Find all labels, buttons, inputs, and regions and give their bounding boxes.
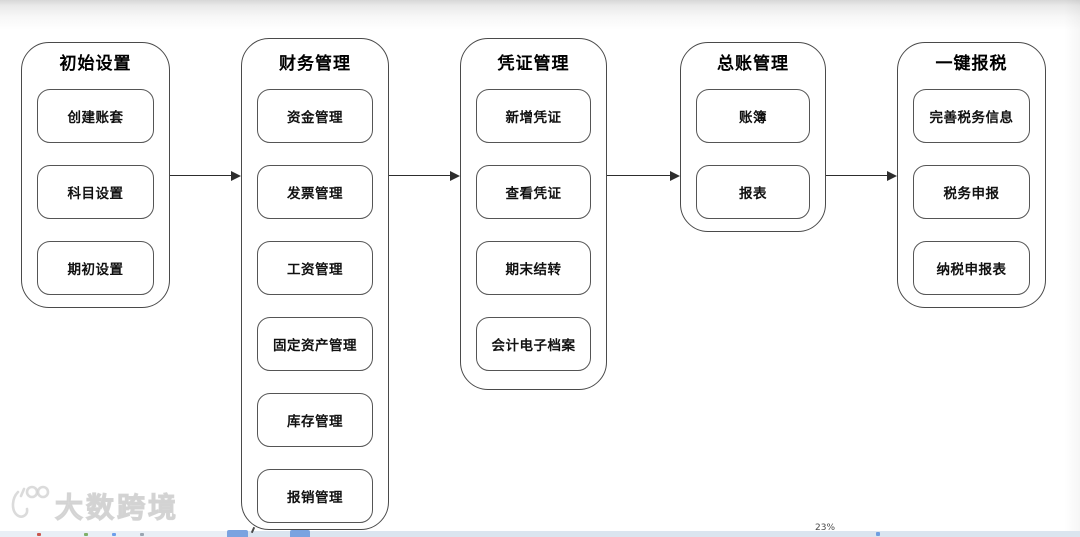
flow-item: 科目设置 xyxy=(37,165,154,219)
column-title: 一键报税 xyxy=(935,54,1008,74)
flow-arrow-line xyxy=(826,175,890,176)
flow-item: 会计电子档案 xyxy=(476,317,591,371)
bottom-ui-strip xyxy=(0,531,1080,537)
flow-item: 纳税申报表 xyxy=(913,241,1030,295)
flow-item: 工资管理 xyxy=(257,241,373,295)
flow-item: 报销管理 xyxy=(257,469,373,523)
dashu-100-logo-icon xyxy=(11,485,50,518)
favicon-dot-red xyxy=(37,533,41,536)
flow-item: 发票管理 xyxy=(257,165,373,219)
column-title: 初始设置 xyxy=(59,54,132,74)
flow-arrow-line xyxy=(170,175,234,176)
flow-item: 报表 xyxy=(696,165,810,219)
blue-dot-right xyxy=(876,532,880,536)
flow-item: 创建账套 xyxy=(37,89,154,143)
flow-column: 一键报税完善税务信息税务申报纳税申报表 xyxy=(897,42,1046,308)
flow-item: 新增凭证 xyxy=(476,89,591,143)
flow-item: 固定资产管理 xyxy=(257,317,373,371)
favicon-dot-blue xyxy=(112,533,116,536)
flow-arrowhead-icon xyxy=(670,170,680,181)
zoom-percent-label: 23% xyxy=(815,523,836,533)
flow-column: 初始设置创建账套科目设置期初设置 xyxy=(21,42,170,308)
flow-item: 查看凭证 xyxy=(476,165,591,219)
flow-arrowhead-icon xyxy=(887,170,897,181)
flow-column: 凭证管理新增凭证查看凭证期末结转会计电子档案 xyxy=(460,38,607,390)
column-title: 财务管理 xyxy=(279,54,351,74)
flow-item: 账簿 xyxy=(696,89,810,143)
flow-arrowhead-icon xyxy=(450,170,460,181)
flow-column: 总账管理账簿报表 xyxy=(680,42,826,232)
watermark-label: 大数跨境 xyxy=(54,491,180,524)
flow-arrowhead-icon xyxy=(231,170,241,181)
column-title: 凭证管理 xyxy=(497,54,570,74)
right-edge-shade xyxy=(1064,0,1080,537)
flow-column: 财务管理资金管理发票管理工资管理固定资产管理库存管理报销管理 xyxy=(241,38,389,530)
flow-item: 税务申报 xyxy=(913,165,1030,219)
flow-item: 库存管理 xyxy=(257,393,373,447)
tab-edge-left xyxy=(227,530,248,537)
watermark: 大数跨境 xyxy=(8,484,179,522)
flow-arrow-line xyxy=(607,175,673,176)
tab-edge-right xyxy=(290,530,310,537)
flow-item: 期末结转 xyxy=(476,241,591,295)
favicon-dot-gray xyxy=(140,533,144,536)
favicon-dot-green xyxy=(84,533,88,536)
top-gradient-bar xyxy=(0,0,1080,30)
flow-item: 完善税务信息 xyxy=(913,89,1030,143)
flow-item: 资金管理 xyxy=(257,89,373,143)
flow-arrow-line xyxy=(389,175,453,176)
column-title: 总账管理 xyxy=(717,54,789,74)
flow-item: 期初设置 xyxy=(37,241,154,295)
